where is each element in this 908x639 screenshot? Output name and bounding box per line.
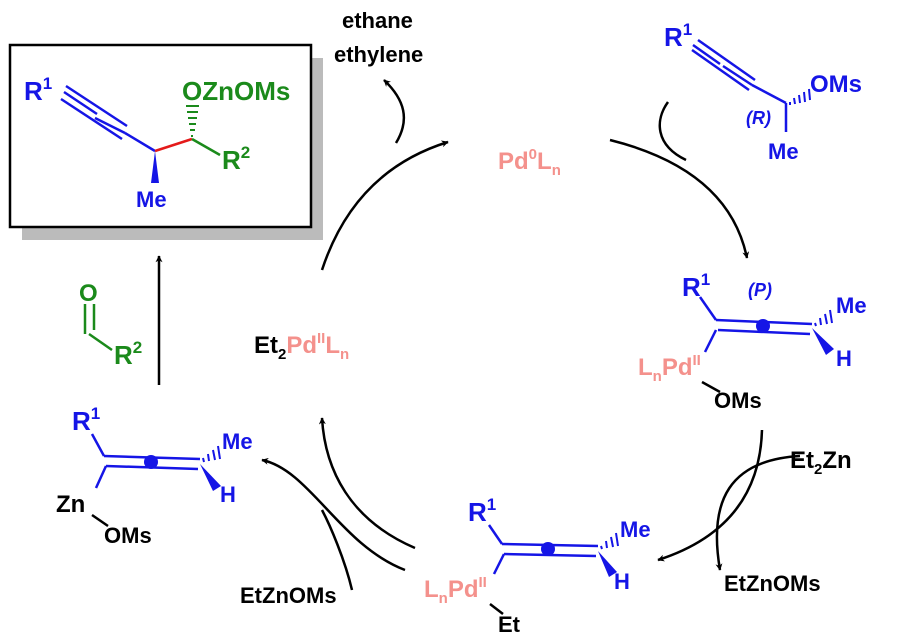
product-box: R1 OZnOMs R2 Me [8,43,323,240]
allenyl-pd-et-lnpd-label: LnPdII [424,574,487,607]
allenyl-zn-r1-label: R1 [72,404,100,436]
allenyl-zn-h-label: H [220,482,236,507]
arrow-etznoms-feed [320,509,354,591]
allenyl-zn-oms-label: OMs [104,523,152,548]
allenyl-pd-lnpd-label: LnPdII [638,352,701,385]
arrow-to-ethane [383,79,406,144]
allenyl-pd-et-me-label: Me [620,517,651,542]
product-carbinol-bonds [191,137,221,157]
propargyl-mesylate: R1 OMs (R) Me [664,20,862,164]
substrate-r1-label: R1 [664,20,692,52]
arrow-to-allenyl-zinc [261,457,406,572]
aldehyde-r2-label: R2 [114,338,142,370]
allenyl-pd-et-h-label: H [614,569,630,594]
allenyl-pd-et: R1 Me H LnPdII Et [424,495,651,637]
allenyl-pd-et-r1-label: R1 [468,495,496,527]
byproduct-etznoms-left: EtZnOMs [240,583,337,608]
substrate-oms-label: OMs [810,71,862,98]
arrow-transmetalation [657,429,764,562]
byproduct-etznoms-right: EtZnOMs [724,571,821,596]
allenyl-pd-oms-label: OMs [714,388,762,413]
allenyl-pd-axial-label: (P) [748,280,772,300]
side-product-ethane: ethane [342,8,413,33]
substrate-me-label: Me [768,139,799,164]
product-alkyne-bonds [60,84,156,153]
product-me-label: Me [136,187,167,212]
side-product-ethylene: ethylene [334,42,423,67]
pd0-catalyst-label: Pd0Ln [498,146,561,179]
aldehyde: O R2 [79,280,142,370]
product-r2-label: R2 [222,143,250,175]
allenyl-zinc: R1 Me H Zn OMs [56,404,253,548]
allenyl-zn-me-label: Me [222,429,253,454]
arrow-to-et2pd [318,417,416,550]
arrow-et2zn-in-out [715,454,801,571]
product-box-frame [8,43,313,229]
allenyl-pd-r1-label: R1 [682,270,710,302]
allenyl-pd-me-label: Me [836,293,867,318]
reagent-et2zn: Et2Zn [790,447,852,478]
et2pd-label: Et2PdIILn [254,330,349,363]
product-ozn-label: OZnOMs [182,76,290,106]
cycle-arrows [155,79,801,591]
arrow-substrate-in [658,101,687,162]
arrow-reductive-elimination [320,140,449,271]
allenyl-pd-oms: R1 (P) Me H LnPdII OMs [638,270,867,413]
allenyl-pd-et-et-label: Et [498,612,521,637]
product-r1-label: R1 [24,74,52,106]
product-hash-bond [186,105,199,137]
aldehyde-o-label: O [79,280,98,307]
allenyl-zn-zn-label: Zn [56,491,85,518]
allenyl-pd-h-label: H [836,346,852,371]
product-me-wedge [151,151,159,183]
product-new-cc-bond [154,137,193,153]
arrow-oxidative-addition [609,138,750,259]
substrate-stereo-label: (R) [746,108,771,128]
